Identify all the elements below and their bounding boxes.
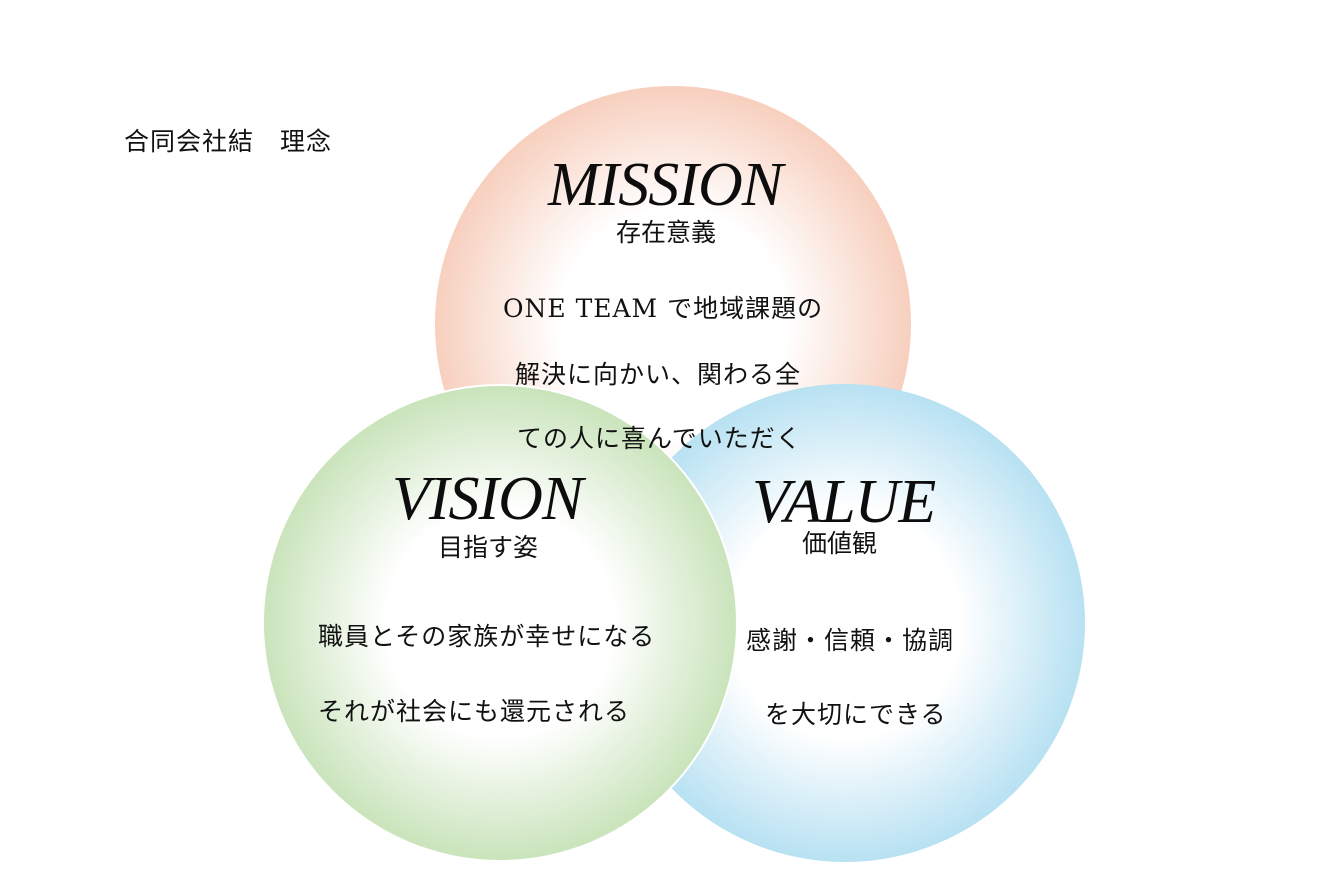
vision-circle <box>262 384 738 862</box>
vision-heading: VISION <box>392 465 583 533</box>
value-line-2: を大切にできる <box>765 700 947 729</box>
value-subheading: 価値観 <box>802 529 878 558</box>
mission-line-3: ての人に喜んでいただく <box>517 424 802 453</box>
value-heading: VALUE <box>752 468 936 536</box>
vision-line-1: 職員とその家族が幸せになる <box>318 622 656 651</box>
mission-line-1: ONE TEAM で地域課題の <box>503 294 824 323</box>
vision-line-2: それが社会にも還元される <box>318 697 631 726</box>
vision-subheading: 目指す姿 <box>438 533 539 562</box>
mission-heading: MISSION <box>548 151 783 219</box>
value-line-1: 感謝・信頼・協調 <box>746 626 955 655</box>
mission-line-2: 解決に向かい、関わる全 <box>515 360 802 389</box>
page-title: 合同会社結 理念 <box>124 127 333 156</box>
mission-subheading: 存在意義 <box>616 218 717 247</box>
